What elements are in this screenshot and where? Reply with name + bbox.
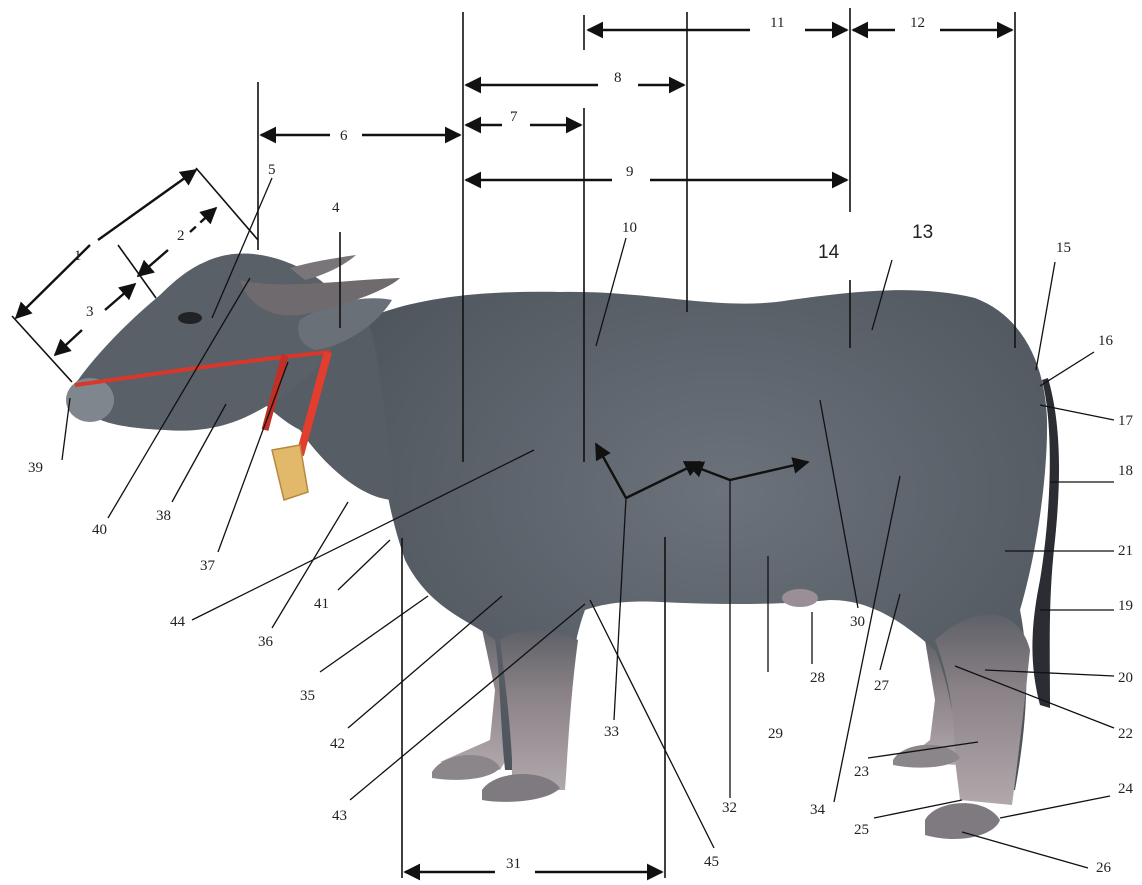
leader-42 — [348, 596, 502, 728]
dim-arrow-3b — [105, 284, 135, 310]
label-34: 34 — [810, 802, 826, 818]
label-5: 5 — [268, 162, 276, 178]
label-29: 29 — [768, 726, 783, 742]
label-40: 40 — [92, 522, 107, 538]
dim-tick-2 — [118, 245, 156, 298]
label-42: 42 — [330, 736, 345, 752]
label-22: 22 — [1118, 726, 1133, 742]
hoof-near-hind — [925, 803, 1000, 839]
label-4: 4 — [332, 200, 340, 216]
leader-16 — [1040, 352, 1094, 386]
buffalo-figure — [66, 254, 1059, 839]
leader-24 — [1000, 796, 1110, 818]
label-21: 21 — [1118, 543, 1133, 559]
leader-36 — [272, 502, 348, 628]
label-26: 26 — [1096, 860, 1112, 876]
label-41: 41 — [314, 596, 329, 612]
buffalo-eye — [178, 312, 202, 324]
label-25: 25 — [854, 822, 869, 838]
label-1: 1 — [74, 248, 82, 264]
label-36: 36 — [258, 634, 274, 650]
label-16: 16 — [1098, 333, 1114, 349]
label-14: 14 — [818, 242, 840, 263]
label-7: 7 — [510, 109, 518, 125]
label-11: 11 — [770, 15, 784, 31]
label-35: 35 — [300, 688, 315, 704]
label-28: 28 — [810, 670, 825, 686]
buffalo-udder — [782, 589, 818, 607]
label-43: 43 — [332, 808, 347, 824]
label-37: 37 — [200, 558, 216, 574]
label-15: 15 — [1056, 240, 1071, 256]
label-32: 32 — [722, 800, 737, 816]
label-12: 12 — [910, 15, 925, 31]
label-8: 8 — [614, 70, 622, 86]
dim-tick-1b — [196, 168, 258, 240]
leader-39 — [62, 398, 70, 460]
label-23: 23 — [854, 764, 869, 780]
label-44: 44 — [170, 614, 186, 630]
label-13: 13 — [912, 222, 933, 243]
dim-arrow-3a — [55, 330, 82, 355]
leader-41 — [338, 540, 390, 590]
leader-26 — [962, 832, 1088, 868]
dim-arrow-2a — [138, 250, 168, 276]
label-30: 30 — [850, 614, 865, 630]
leader-35 — [320, 596, 428, 672]
label-38: 38 — [156, 508, 171, 524]
label-33: 33 — [604, 724, 619, 740]
label-31: 31 — [506, 856, 521, 872]
label-2: 2 — [177, 228, 185, 244]
label-20: 20 — [1118, 670, 1133, 686]
label-10: 10 — [622, 220, 637, 236]
label-17: 17 — [1118, 413, 1134, 429]
label-27: 27 — [874, 678, 890, 694]
label-6: 6 — [340, 128, 348, 144]
label-9: 9 — [626, 164, 634, 180]
label-39: 39 — [28, 460, 43, 476]
label-24: 24 — [1118, 781, 1134, 797]
label-3: 3 — [86, 304, 94, 320]
leader-15 — [1036, 262, 1055, 370]
label-19: 19 — [1118, 598, 1133, 614]
label-45: 45 — [704, 854, 719, 870]
label-18: 18 — [1118, 463, 1133, 479]
dim-arrow-2b — [190, 208, 216, 232]
